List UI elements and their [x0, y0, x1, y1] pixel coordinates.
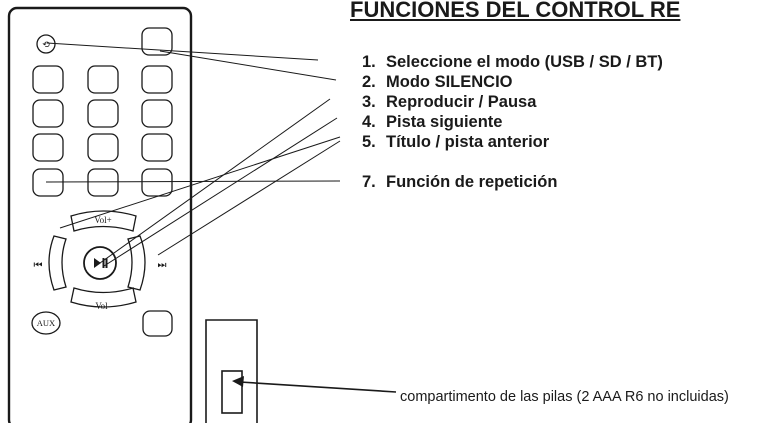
leader-lines	[45, 42, 341, 267]
battery-compartment	[205, 319, 258, 423]
next-button[interactable]	[127, 235, 146, 291]
function-number: 1.	[362, 53, 376, 71]
mute-button[interactable]	[141, 27, 173, 56]
keypad-button[interactable]	[87, 133, 119, 162]
page-title: FUNCIONES DEL CONTROL RE	[350, 0, 681, 22]
extra-button[interactable]	[142, 310, 173, 337]
remote-body	[7, 6, 193, 423]
function-label: Reproducir / Pausa	[386, 93, 537, 111]
keypad-button[interactable]	[87, 65, 119, 94]
play-pause-button[interactable]	[83, 246, 117, 280]
skip-previous-icon: ⏮	[34, 260, 43, 271]
keypad-button[interactable]	[87, 99, 119, 128]
keypad-button[interactable]	[141, 99, 173, 128]
function-number: 5.	[362, 133, 376, 151]
function-item-7: 7. Función de repetición	[362, 172, 557, 192]
battery-label: compartimento de las pilas (2 AAA R6 no …	[400, 389, 729, 405]
mode-button[interactable]: ⟲	[36, 34, 56, 54]
function-label: Pista siguiente	[386, 113, 503, 131]
vol-up-button[interactable]: Vol+	[70, 210, 137, 232]
vol-down-button[interactable]: Vol-	[70, 287, 137, 311]
repeat-button[interactable]	[32, 168, 64, 197]
function-label: Función de repetición	[386, 173, 558, 191]
function-label: Título / pista anterior	[386, 133, 550, 151]
aux-label: AUX	[37, 318, 55, 328]
vol-up-label: Vol+	[94, 215, 111, 225]
keypad-button[interactable]	[32, 65, 64, 94]
battery-arrow	[232, 376, 397, 393]
function-item-3: 3. Reproducir / Pausa	[362, 92, 536, 112]
function-label: Seleccione el modo (USB / SD / BT)	[386, 53, 663, 71]
keypad-button[interactable]	[32, 133, 64, 162]
vol-down-label: Vol-	[95, 301, 110, 311]
function-item-1: 1. Seleccione el modo (USB / SD / BT)	[362, 52, 663, 72]
function-item-4: 4. Pista siguiente	[362, 112, 502, 132]
function-item-2: 2. Modo SILENCIO	[362, 72, 513, 92]
aux-button[interactable]: AUX	[31, 311, 61, 335]
function-item-5: 5. Título / pista anterior	[362, 132, 549, 152]
keypad-button[interactable]	[141, 133, 173, 162]
mode-select-icon: ⟲	[42, 40, 50, 50]
keypad-button[interactable]	[32, 99, 64, 128]
keypad-button[interactable]	[87, 168, 119, 197]
function-label: Modo SILENCIO	[386, 73, 513, 91]
keypad-button[interactable]	[141, 168, 173, 197]
function-number: 2.	[362, 73, 376, 91]
function-number: 4.	[362, 113, 376, 131]
skip-next-icon: ⏭	[158, 260, 167, 271]
function-number: 7.	[362, 173, 376, 191]
keypad-button[interactable]	[141, 65, 173, 94]
play-pause-icon	[94, 258, 108, 268]
prev-button[interactable]	[48, 235, 67, 291]
function-number: 3.	[362, 93, 376, 111]
